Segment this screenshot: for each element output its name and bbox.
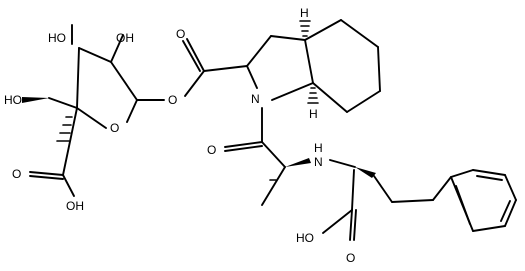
label-acid-ho-right: HO bbox=[296, 231, 314, 245]
label-h-top: H bbox=[300, 6, 309, 20]
label-n-ring: N bbox=[251, 92, 260, 106]
label-acid-oh-left: OH bbox=[66, 199, 84, 213]
label-acid-o-right: O bbox=[346, 251, 355, 265]
label-acid-o-left: O bbox=[12, 167, 21, 181]
homophenylalanine-chain bbox=[322, 169, 452, 241]
label-h-bottom: H bbox=[309, 107, 318, 121]
label-nh-n: N bbox=[314, 155, 323, 169]
label-ho-left: HO bbox=[4, 93, 22, 107]
label-oh-top: OH bbox=[116, 31, 134, 45]
ester-linkage bbox=[136, 38, 248, 101]
atom-labels: HO OH HO O O O O OH N O H N H H HO O bbox=[4, 6, 355, 265]
h-bottom-hash bbox=[307, 87, 319, 104]
label-nh-h: H bbox=[314, 141, 323, 155]
ring-carboxyl bbox=[29, 107, 78, 197]
label-amide-o: O bbox=[207, 143, 216, 157]
h-top-hash bbox=[299, 20, 311, 37]
label-ho-top: HO bbox=[48, 31, 66, 45]
label-ester-carbonyl-o: O bbox=[176, 27, 185, 41]
glucuronic-acid-ring bbox=[22, 24, 138, 129]
label-ring-o: O bbox=[110, 121, 119, 135]
amide-chain bbox=[224, 107, 376, 206]
label-ester-link-o: O bbox=[168, 93, 177, 107]
octahydroindole-ring bbox=[246, 19, 381, 113]
phenyl-ring bbox=[450, 169, 517, 232]
